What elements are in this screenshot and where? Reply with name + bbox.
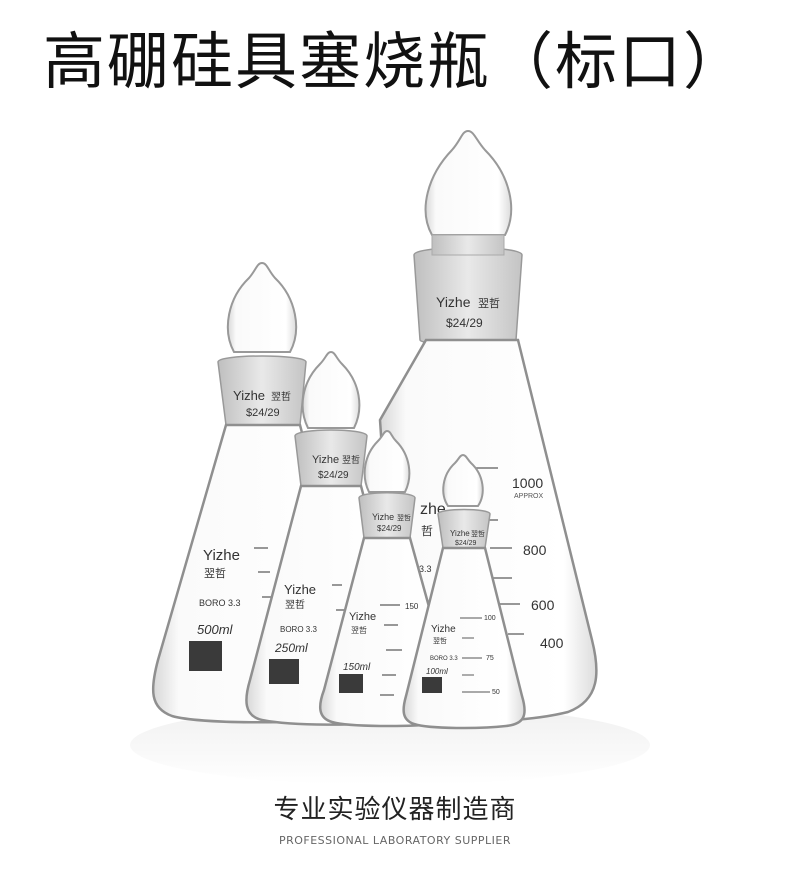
graduation-marks bbox=[460, 617, 490, 693]
page-title: 高硼硅具塞烧瓶（标口） bbox=[42, 25, 747, 98]
scale-label-400: 400 bbox=[540, 635, 564, 651]
brand-cn-text: 翌哲 bbox=[433, 636, 447, 645]
brand-text: Yizhe bbox=[436, 294, 471, 310]
joint-text: $24/29 bbox=[455, 540, 477, 547]
brand-cn-text: 翌哲 bbox=[342, 455, 360, 465]
scale-label-150: 150 bbox=[405, 602, 419, 611]
stopper-bulb bbox=[301, 350, 361, 429]
brand-cn-text: 翌哲 bbox=[271, 391, 291, 403]
capacity-text: 150ml bbox=[343, 662, 371, 673]
tagline-cn: 专业实验仪器制造商 bbox=[273, 795, 517, 825]
joint-text: $24/29 bbox=[318, 470, 349, 481]
joint-text: $24/29 bbox=[377, 524, 402, 533]
brand-text: Yizhe bbox=[284, 582, 316, 597]
partial-boro-text: 3.3 bbox=[419, 564, 432, 574]
capacity-text: 500ml bbox=[197, 622, 234, 637]
flask-product-scene: Yizhe 翌哲 $24/29 1000 APPROX 800 600 400 … bbox=[130, 129, 650, 785]
scale-label-50: 50 bbox=[492, 689, 500, 696]
brand-text: Yizhe bbox=[349, 611, 376, 623]
joint-text: $24/29 bbox=[446, 316, 483, 330]
footer: 专业实验仪器制造商 PROFESSIONAL LABORATORY SUPPLI… bbox=[0, 792, 790, 847]
brand-cn-text: 翌哲 bbox=[397, 513, 411, 522]
marking-patch bbox=[189, 641, 222, 671]
floor-reflection bbox=[130, 705, 650, 785]
capacity-text: 250ml bbox=[274, 641, 308, 655]
partial-brand-cn-text: 哲 bbox=[421, 524, 433, 538]
scale-label-800: 800 bbox=[523, 542, 547, 558]
graduation-marks bbox=[380, 604, 402, 696]
brand-text: Yizhe bbox=[450, 529, 470, 538]
scale-label-1000: 1000 bbox=[512, 475, 543, 491]
scale-label-approx: APPROX bbox=[514, 493, 544, 500]
brand-cn-text: 翌哲 bbox=[204, 567, 226, 580]
scale-label-600: 600 bbox=[531, 597, 555, 613]
marking-patch bbox=[269, 659, 299, 684]
marking-patch bbox=[339, 674, 363, 693]
scale-label-75: 75 bbox=[486, 655, 494, 662]
brand-cn-text: 翌哲 bbox=[478, 297, 500, 310]
brand-text: Yizhe bbox=[431, 624, 456, 635]
brand-text: Yizhe bbox=[233, 388, 265, 403]
stopper-bulb bbox=[226, 261, 298, 353]
capacity-text: 100ml bbox=[426, 667, 448, 676]
flask-100ml: Yizhe 翌哲 $24/29 Yizhe 翌哲 BORO 3.3 100ml … bbox=[402, 453, 526, 730]
boro-text: BORO 3.3 bbox=[199, 598, 241, 608]
brand-cn-text: 翌哲 bbox=[471, 529, 485, 538]
brand-cn-text: 翌哲 bbox=[285, 599, 305, 611]
brand-cn-text: 翌哲 bbox=[351, 626, 367, 635]
boro-text: BORO 3.3 bbox=[280, 625, 317, 634]
brand-text: Yizhe bbox=[312, 454, 339, 466]
brand-text: Yizhe bbox=[203, 547, 240, 564]
tagline-en: PROFESSIONAL LABORATORY SUPPLIER bbox=[278, 834, 512, 847]
scale-label-100: 100 bbox=[484, 615, 496, 622]
stopper-bulb bbox=[424, 129, 513, 236]
marking-patch bbox=[422, 677, 442, 693]
brand-text: Yizhe bbox=[372, 512, 394, 522]
stopper-bulb bbox=[442, 453, 484, 507]
boro-text: BORO 3.3 bbox=[430, 656, 458, 662]
joint-text: $24/29 bbox=[246, 407, 280, 419]
